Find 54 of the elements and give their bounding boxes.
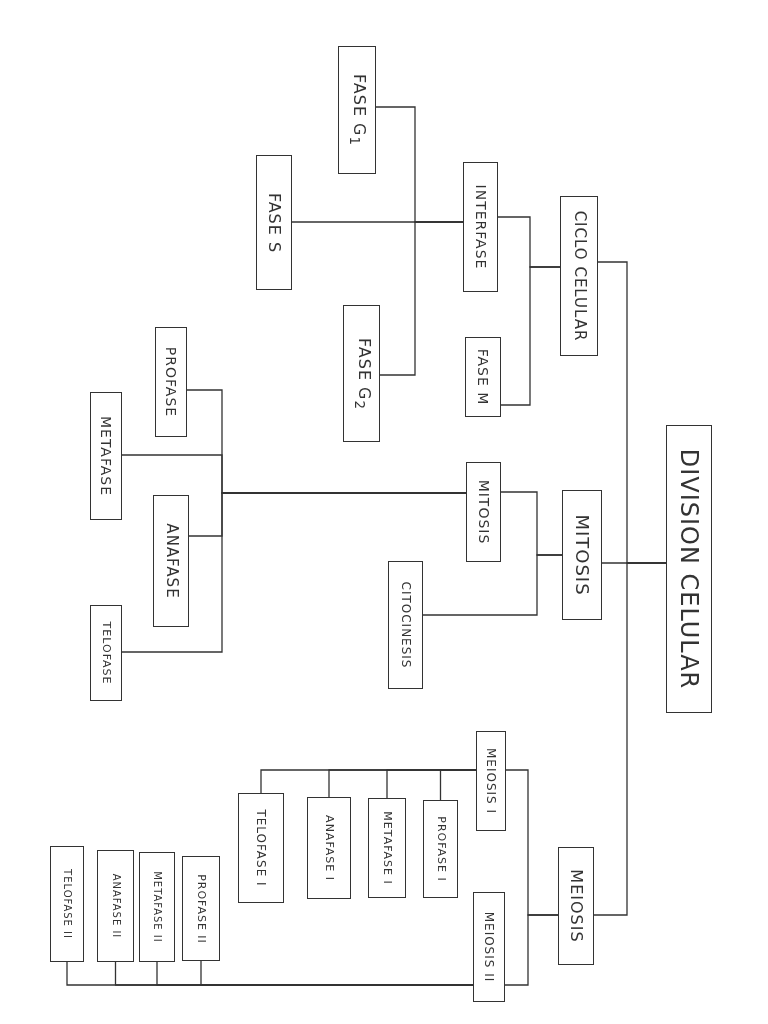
box-label: TELOFASE I <box>255 809 267 887</box>
connector-line <box>500 266 561 406</box>
box-label: TELOFASE <box>100 621 112 685</box>
process-box <box>238 793 284 903</box>
process-box <box>338 46 376 174</box>
process-box <box>562 490 602 620</box>
box-label: METAFASE <box>99 416 113 496</box>
box-label: MEIOSIS <box>568 869 584 943</box>
box-label: MEIOSIS II <box>483 911 495 983</box>
box-label: INTERFASE <box>473 184 488 270</box>
process-box <box>256 155 292 290</box>
process-box <box>473 892 505 1002</box>
box-label: ANAFASE II <box>110 873 121 939</box>
process-box <box>155 327 187 437</box>
process-box <box>423 800 458 898</box>
box-label: FASE M <box>476 348 490 406</box>
box-label: CITOCINESIS <box>399 581 412 669</box>
process-box <box>463 162 498 292</box>
process-box <box>153 495 189 627</box>
box-label: TELOFASE II <box>62 869 72 939</box>
process-box <box>388 561 423 689</box>
connector-line <box>422 554 563 616</box>
box-label: ANAFASE <box>163 523 179 599</box>
box-label: METAFASE II <box>152 871 162 943</box>
connector-line <box>593 562 667 916</box>
process-box <box>139 852 175 962</box>
process-box <box>97 850 134 962</box>
process-box <box>476 731 506 831</box>
process-box <box>90 605 122 701</box>
process-box <box>307 797 351 899</box>
box-label: MEIOSIS I <box>485 748 497 814</box>
box-label: CICLO CELULAR <box>571 210 587 342</box>
process-box <box>465 337 501 417</box>
connector-line <box>504 914 559 986</box>
process-box <box>466 462 501 562</box>
process-box <box>368 798 406 898</box>
process-box <box>90 392 122 520</box>
process-box <box>666 425 712 713</box>
process-box <box>50 846 84 962</box>
connector-line <box>260 769 477 794</box>
box-label: PROFASE I <box>435 816 446 882</box>
process-box <box>560 196 598 356</box>
process-box <box>558 847 594 965</box>
box-label: PROFASE II <box>195 873 207 944</box>
connector-line <box>379 221 464 376</box>
box-label: MITOSIS <box>476 479 491 545</box>
box-label: FASE S <box>266 192 282 253</box>
box-label: METAFASE I <box>381 811 393 885</box>
box-label: DIVISION CELULAR <box>677 448 701 690</box>
process-box <box>343 305 380 442</box>
box-label: ANAFASE I <box>323 815 335 881</box>
box-label: MITOSIS <box>573 514 591 596</box>
box-label: PROFASE <box>164 346 178 418</box>
process-box <box>182 856 220 961</box>
